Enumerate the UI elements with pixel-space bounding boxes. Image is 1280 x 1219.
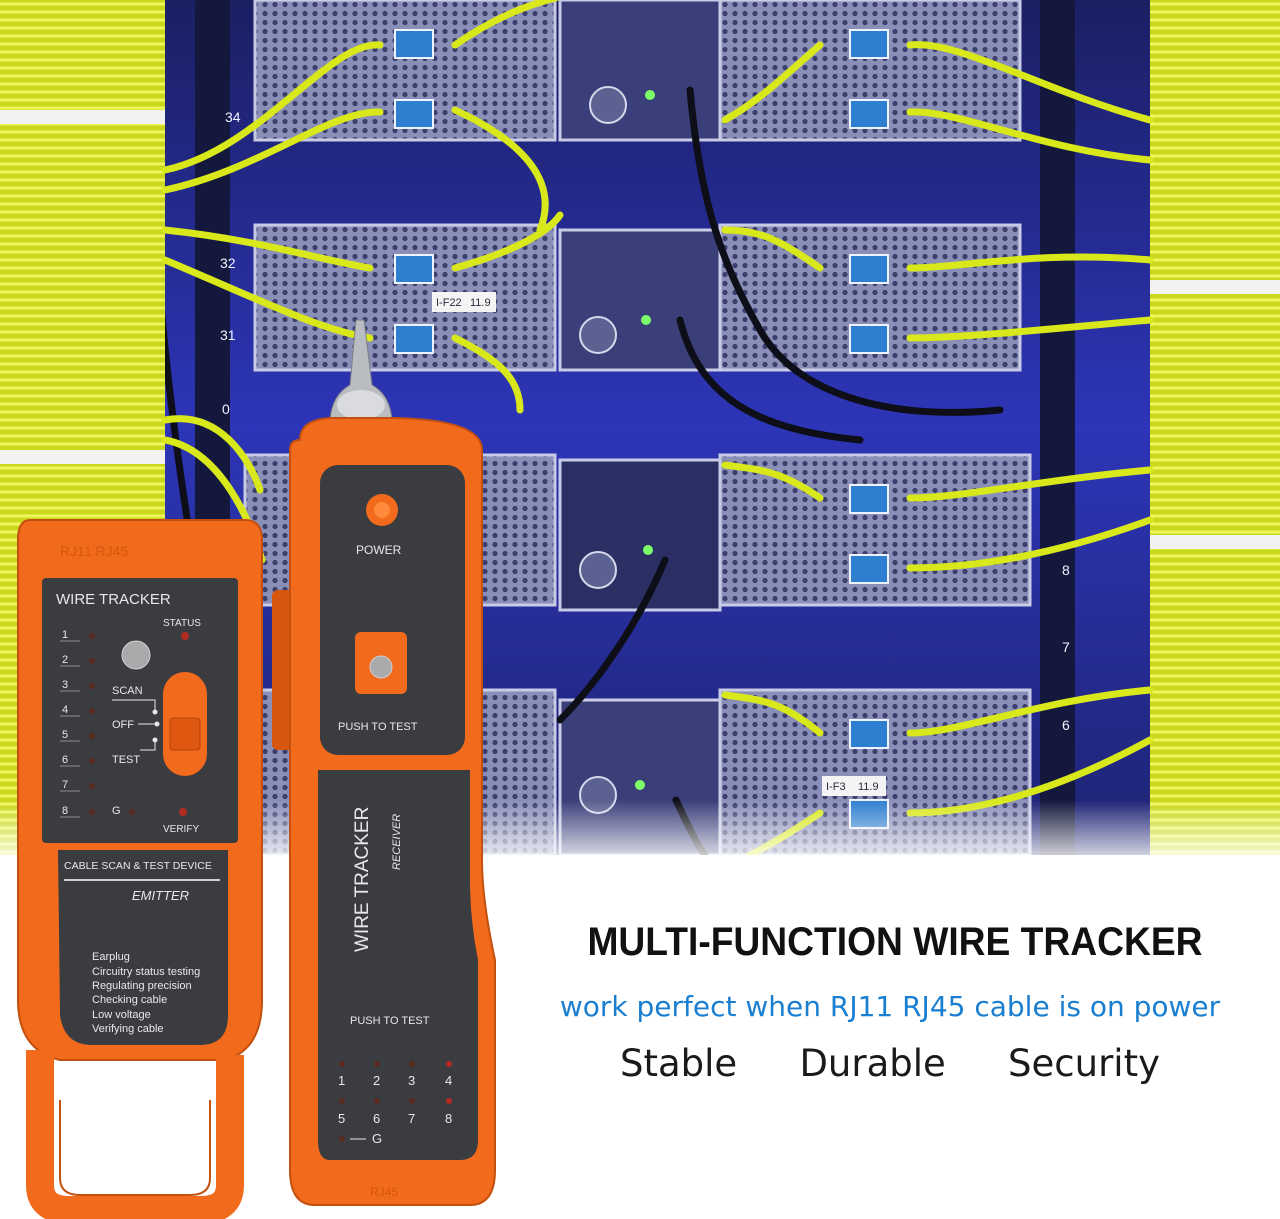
receiver-led-number: 1	[338, 1073, 345, 1088]
emitter-led-number: 1	[62, 629, 68, 641]
receiver-led-number: 3	[408, 1073, 415, 1088]
emitter-hang-loop	[26, 1050, 244, 1219]
rack-tag: 11.9	[858, 781, 879, 793]
emitter-g-label: G	[112, 805, 121, 817]
emitter-verify-led	[179, 808, 187, 816]
rack-unit-label: 34	[225, 109, 241, 125]
receiver-port-label: RJ45	[370, 1185, 398, 1199]
server-rack-photo: 34 32 31 0 8 7 6 I-F22 11.9 I-F3 11.9	[0, 0, 1280, 855]
receiver-power-label: POWER	[356, 543, 402, 557]
rack-unit-label: 0	[222, 401, 230, 417]
rack-unit-label: 8	[1062, 562, 1070, 578]
receiver-led-number: 4	[445, 1073, 452, 1088]
emitter-slider-knob[interactable]	[169, 717, 201, 751]
emitter-switch-scan: SCAN	[112, 685, 143, 697]
emitter-led-number: 5	[62, 729, 68, 741]
emitter-led-number: 3	[62, 679, 68, 691]
rack-unit-label: 6	[1062, 717, 1070, 733]
emitter-model-label: EMITTER	[132, 888, 189, 903]
receiver-push-label-top: PUSH TO TEST	[338, 721, 418, 733]
receiver-push-label-bottom: PUSH TO TEST	[350, 1015, 430, 1027]
emitter-verify-label: VERIFY	[163, 824, 199, 835]
emitter-test-button[interactable]	[121, 640, 151, 670]
rack-tag: 11.9	[470, 297, 491, 309]
emitter-port-label: RJ11 RJ45	[60, 543, 128, 559]
receiver-led-number: 8	[445, 1111, 452, 1126]
emitter-led-number: 8	[62, 805, 68, 817]
rack-tag: I-F22	[436, 297, 462, 309]
receiver-title: WIRE TRACKER	[352, 807, 373, 952]
emitter-device-label: CABLE SCAN & TEST DEVICE	[64, 860, 212, 872]
emitter-feature: Checking cable	[92, 994, 167, 1006]
feature-stable: Stable	[620, 1042, 738, 1085]
emitter-feature: Regulating precision	[92, 980, 192, 992]
rack-unit-label: 32	[220, 255, 236, 271]
receiver-led-number: 5	[338, 1111, 345, 1126]
rack-unit-label: 31	[220, 327, 236, 343]
rack-tag: I-F3	[826, 781, 846, 793]
subheadline: work perfect when RJ11 RJ45 cable is on …	[559, 990, 1221, 1023]
headline: MULTI-FUNCTION WIRE TRACKER	[587, 920, 1203, 964]
emitter-switch-test: TEST	[112, 754, 140, 766]
feature-list: Stable Durable Security	[620, 1042, 1160, 1085]
feature-durable: Durable	[799, 1042, 946, 1085]
emitter-led-number: 2	[62, 654, 68, 666]
emitter-led-number: 7	[62, 779, 68, 791]
emitter-device: RJ11 RJ45 WIRE TRACKER STATUS 1 2 3 4 5 …	[17, 519, 263, 1219]
emitter-title: WIRE TRACKER	[56, 591, 171, 608]
cable-bundle-right	[1150, 0, 1280, 855]
receiver-device: POWER PUSH TO TEST WIRE TRACKER RECEIVER…	[272, 319, 496, 1206]
receiver-led-number: 7	[408, 1111, 415, 1126]
receiver-subtitle: RECEIVER	[391, 814, 403, 870]
rack-unit-label: 7	[1062, 639, 1070, 655]
emitter-top-panel	[42, 578, 238, 843]
receiver-led-number: 6	[373, 1111, 380, 1126]
receiver-bottom-panel	[318, 770, 478, 1160]
receiver-push-button[interactable]	[369, 655, 393, 679]
server-unit	[253, 0, 1022, 142]
emitter-feature: Circuitry status testing	[92, 966, 200, 978]
feature-security: Security	[1008, 1042, 1160, 1085]
emitter-feature: Verifying cable	[92, 1023, 164, 1035]
emitter-bottom-panel	[58, 850, 228, 1045]
receiver-g-label: G	[372, 1131, 382, 1146]
emitter-led-number: 4	[62, 704, 68, 716]
emitter-switch-off: OFF	[112, 719, 134, 731]
emitter-status-led	[181, 632, 189, 640]
receiver-led-number: 2	[373, 1073, 380, 1088]
emitter-feature: Earplug	[92, 951, 130, 963]
emitter-led-number: 6	[62, 754, 68, 766]
emitter-status-label: STATUS	[163, 618, 201, 629]
emitter-feature: Low voltage	[92, 1009, 151, 1021]
